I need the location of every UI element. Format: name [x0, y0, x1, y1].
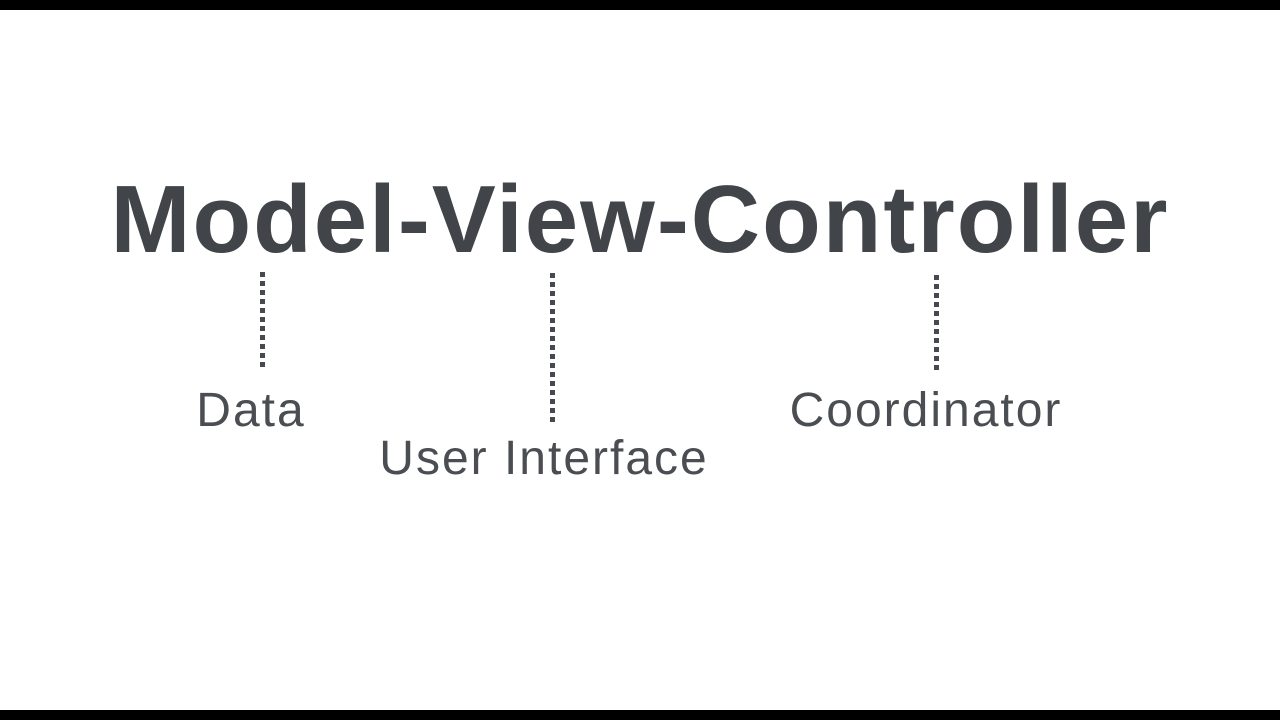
label-view-meaning: User Interface [379, 432, 709, 485]
label-controller-meaning: Coordinator [789, 384, 1063, 437]
dotted-connector-model [260, 272, 265, 367]
letterbox-top-bar [0, 0, 1280, 10]
diagram-title: Model-View-Controller [110, 166, 1170, 273]
label-model-meaning: Data [196, 384, 306, 437]
letterbox-bottom-bar [0, 710, 1280, 720]
dotted-connector-view [550, 273, 555, 422]
dotted-connector-controller [934, 275, 939, 370]
